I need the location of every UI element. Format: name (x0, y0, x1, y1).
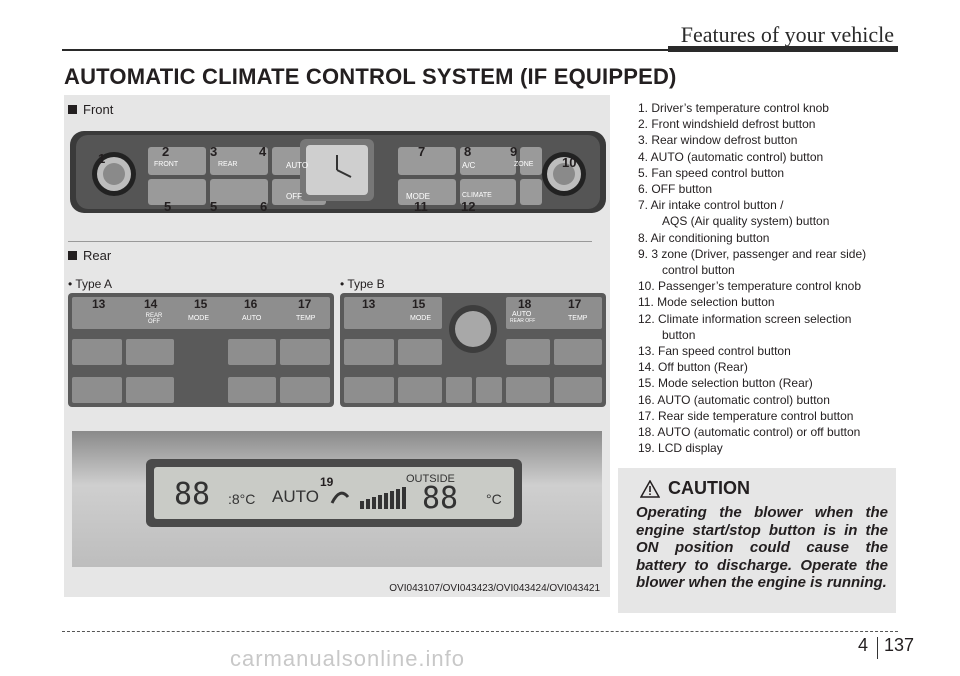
fan-level-bar-icon (330, 487, 406, 509)
callout-17b: 17 (568, 297, 582, 311)
callout-12: 12 (461, 199, 476, 214)
mode-button-label: MODE (406, 192, 430, 201)
caution-title: CAUTION (668, 478, 750, 498)
page-number: 137 (884, 635, 915, 655)
callout-15a: 15 (194, 297, 208, 311)
legend-item: 5. Fan speed control button (638, 165, 785, 180)
auto-button-label: AUTO (286, 161, 309, 170)
section-number: 4 (858, 635, 869, 655)
footer-rule (62, 631, 898, 632)
legend-item: 15. Mode selection button (Rear) (638, 376, 813, 391)
chapter-title: Features of your vehicle (680, 22, 894, 47)
callout-16: 16 (244, 297, 258, 311)
lcd-outside: OUTSIDE (406, 473, 455, 485)
legend-item: 12. Climate information screen selection… (638, 311, 852, 342)
lcd-auto: AUTO (272, 487, 319, 506)
footer-divider (877, 637, 878, 659)
lcd-temp-left: 88 (174, 477, 211, 512)
rear-off-button-label: REAR OFF (145, 313, 163, 325)
legend-item: 4. AUTO (automatic control) button (638, 149, 824, 164)
climate-button-label: CLIMATE (462, 192, 492, 199)
lcd-temp-right: 88 (422, 481, 459, 516)
lcd-unit-right: °C (486, 491, 502, 507)
legend-item: 18. AUTO (automatic control) or off butt… (638, 425, 861, 440)
callout-15b: 15 (412, 297, 426, 311)
rear-mode-button-label-a: MODE (188, 315, 209, 322)
auto-rear-off-label-top: AUTO (512, 311, 532, 318)
callout-6: 6 (260, 199, 268, 214)
square-bullet-icon (68, 251, 77, 260)
callout-10: 10 (562, 155, 577, 170)
caution-box: CAUTION Operating the blower when the en… (618, 468, 896, 613)
rear-label: Rear (68, 248, 111, 263)
off-button-label: OFF (286, 192, 302, 201)
header-bar (668, 46, 898, 52)
warning-triangle-icon (640, 479, 660, 498)
front-rear-divider (68, 241, 592, 242)
auto-rear-off-label-bottom: REAR OFF (510, 318, 536, 324)
callout-9: 9 (510, 144, 518, 159)
callout-13a: 13 (92, 297, 106, 311)
header-rule (62, 49, 668, 51)
legend-item: 19. LCD display (638, 441, 723, 456)
lcd-display-photo: 88 :8°C AUTO OUTSIDE 88 °C 19 (72, 431, 602, 567)
legend-item: 7. Air intake control button /AQS (Air q… (638, 198, 830, 229)
callout-18: 18 (518, 297, 532, 311)
legend-item: 9. 3 zone (Driver, passenger and rear si… (638, 246, 867, 278)
zone-button-label: ZONE (514, 161, 534, 168)
rear-mode-button-label-b: MODE (410, 315, 431, 322)
figure-caption: OVI043107/OVI043423/OVI043424/OVI043421 (389, 583, 600, 594)
type-a-label: • Type A (68, 277, 113, 291)
callout-5b: 5 (210, 199, 218, 214)
callout-14: 14 (144, 297, 158, 311)
callout-7: 7 (418, 144, 426, 159)
climate-figure: Front FRONT REAR AUTO OFF A/C ZONE MODE … (64, 95, 610, 597)
legend-item: 1. Driver’s temperature control knob (638, 101, 829, 115)
front-defrost-button-label: FRONT (154, 161, 179, 168)
type-b-label: • Type B (340, 277, 385, 291)
callout-13b: 13 (362, 297, 376, 311)
square-bullet-icon (68, 105, 77, 114)
callout-5a: 5 (164, 199, 172, 214)
lcd-screen: 88 :8°C AUTO OUTSIDE 88 °C (154, 467, 514, 519)
watermark: carmanualsonline.info (230, 646, 466, 671)
legend-item: 13. Fan speed control button (638, 344, 791, 359)
legend-item: 3. Rear window defrost button (638, 133, 798, 148)
legend-item: 2. Front windshield defrost button (638, 117, 816, 132)
legend-item: 17. Rear side temperature control button (638, 408, 854, 423)
legend-item: 10. Passenger’s temperature control knob (638, 279, 862, 294)
rear-auto-button-label: AUTO (242, 315, 262, 322)
callout-2: 2 (162, 144, 170, 159)
caution-heading: CAUTION (640, 478, 750, 499)
rear-panel-type-b-illustration (340, 293, 606, 407)
rear-panel-type-a-illustration (68, 293, 334, 407)
callout-19: 19 (320, 475, 334, 489)
ac-button-label: A/C (462, 161, 476, 170)
callout-1: 1 (98, 151, 106, 166)
callout-4: 4 (259, 144, 267, 159)
callout-11: 11 (414, 199, 428, 214)
callout-17a: 17 (298, 297, 312, 311)
front-label: Front (68, 102, 113, 117)
section-title: AUTOMATIC CLIMATE CONTROL SYSTEM (IF EQU… (64, 64, 677, 89)
lcd-unit-left: :8°C (228, 491, 256, 507)
legend-item: 8. Air conditioning button (638, 230, 770, 245)
caution-text: Operating the blower when the engine sta… (636, 504, 888, 591)
rear-temp-button-label-b: TEMP (568, 315, 588, 322)
rear-temp-button-label-a: TEMP (296, 315, 316, 322)
callout-8: 8 (464, 144, 472, 159)
legend-item: 14. Off button (Rear) (638, 360, 748, 375)
legend-item: 11. Mode selection button (638, 295, 775, 310)
rear-defrost-button-label: REAR (218, 161, 238, 168)
callout-3: 3 (210, 144, 218, 159)
front-panel-illustration (70, 131, 606, 213)
legend-item: 6. OFF button (638, 182, 713, 197)
legend-item: 16. AUTO (automatic control) button (638, 392, 830, 407)
component-legend-list: 1. Driver’s temperature control knob 2. … (638, 100, 896, 456)
